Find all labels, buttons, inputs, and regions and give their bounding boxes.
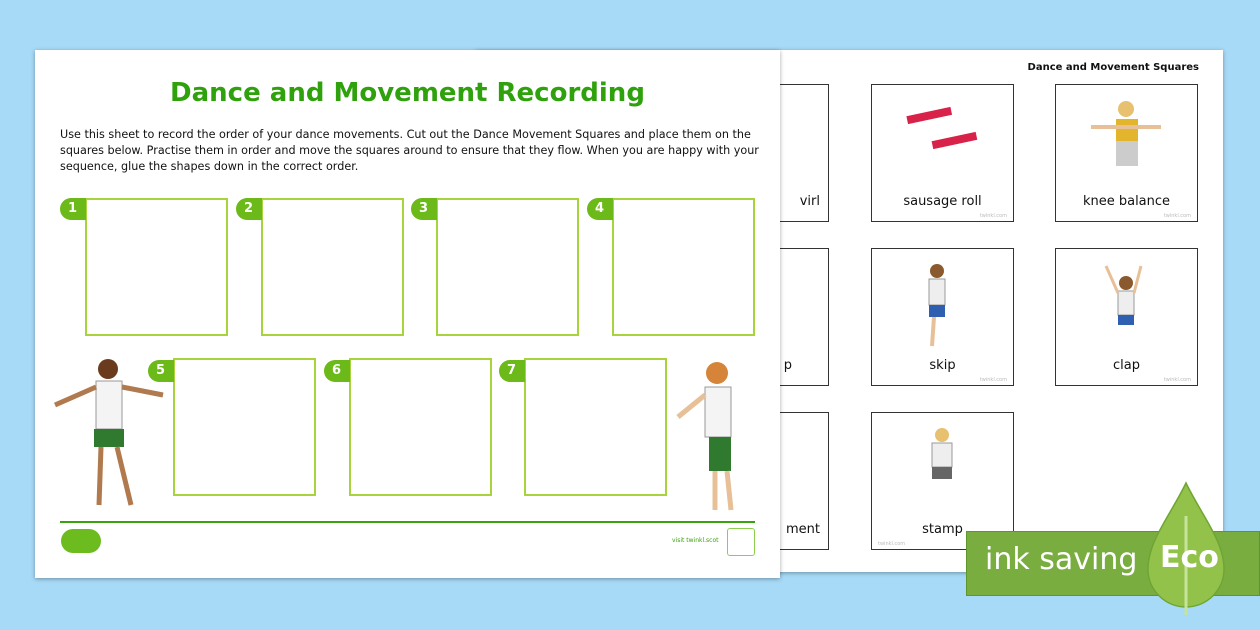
square-number: 6	[324, 360, 350, 382]
boy-dancing-illustration	[676, 362, 734, 511]
knee-balance-image	[1091, 101, 1161, 166]
instructions: Use this sheet to record the order of yo…	[60, 128, 759, 173]
quality-badge-icon	[727, 528, 755, 556]
card-skip: skip twinkl.com	[871, 248, 1014, 386]
square-number: 2	[236, 198, 262, 220]
sequence-square-6	[349, 358, 492, 496]
card-label: skip	[929, 358, 956, 373]
square-number: 1	[60, 198, 86, 220]
square-number: 3	[411, 198, 437, 220]
stamp-image	[931, 428, 953, 479]
card-label: knee balance	[1082, 194, 1171, 209]
card-label: sausage roll	[903, 194, 982, 209]
sequence-square-7	[524, 358, 667, 496]
footer-link[interactable]: visit twinkl.scot	[672, 537, 719, 544]
eco-leaf-drop-icon	[1147, 481, 1225, 615]
card-clap: clap twinkl.com	[1055, 248, 1198, 386]
sausage-roll-image	[906, 106, 978, 150]
card-stamp: stamp twinkl.com	[871, 412, 1014, 550]
square-number: 5	[148, 360, 174, 382]
card-label: clap	[1113, 358, 1140, 373]
square-number: 7	[499, 360, 525, 382]
sequence-square-1	[85, 198, 228, 336]
sequence-square-5	[173, 358, 316, 496]
recording-worksheet: Dance and Movement Recording Use this sh…	[35, 50, 780, 578]
page-title: Dance and Movement Recording	[170, 78, 645, 108]
sequence-square-4	[612, 198, 755, 336]
square-number: 4	[587, 198, 613, 220]
card-sausage-roll: sausage roll twinkl.com	[871, 84, 1014, 222]
card-knee-balance: knee balance twinkl.com	[1055, 84, 1198, 222]
card-label: stamp	[922, 522, 963, 537]
footer-divider	[60, 521, 755, 523]
twinkl-logo	[61, 529, 101, 553]
skip-image	[928, 264, 946, 347]
clap-image	[1104, 265, 1143, 325]
sequence-square-2	[261, 198, 404, 336]
girl-dancing-illustration	[53, 359, 164, 506]
squares-title: Dance and Movement Squares	[1027, 62, 1199, 73]
ink-saving-text: ink saving	[985, 542, 1138, 577]
sequence-square-3	[436, 198, 579, 336]
eco-badge-text: Eco	[1160, 540, 1219, 575]
